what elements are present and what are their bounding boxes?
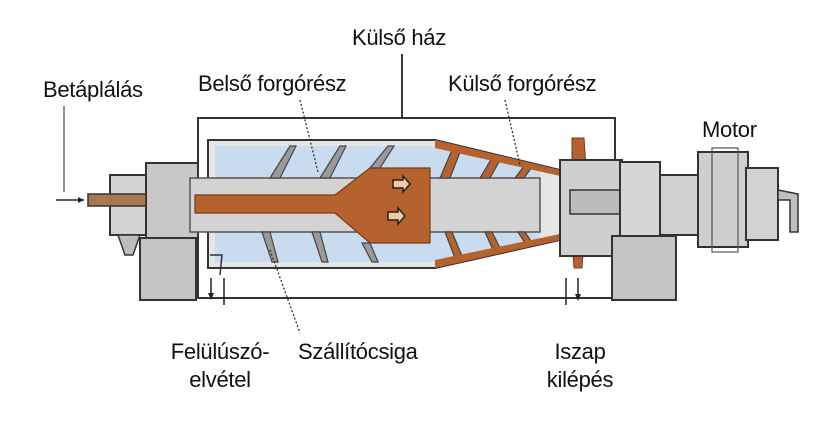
flow-arrows [387, 174, 411, 226]
outer-rotor-label: Külső forgórész [448, 71, 597, 96]
overflow-label-line2: elvétel [189, 367, 251, 392]
overflow-outlet [208, 254, 225, 305]
overflow-label-line1: Felülúszó- [170, 339, 270, 364]
outer-housing-label: Külső ház [352, 25, 446, 50]
leader-lines [269, 99, 521, 334]
gearbox-assembly [559, 159, 677, 301]
overflow-label: Felülúszó- elvétel [160, 338, 280, 394]
motor-assembly [659, 147, 799, 253]
sludge-label-line1: Iszap [554, 339, 606, 364]
feed-channel [194, 167, 431, 244]
sludge-layer-bottom [435, 234, 560, 268]
sludge-outlet-label: Iszap kilépés [525, 338, 635, 394]
sludge-outlet [565, 278, 581, 305]
motor-label: Motor [702, 117, 757, 142]
feed-label: Betáplálás [43, 77, 143, 102]
sludge-layer-top [435, 140, 560, 176]
sludge-label-line2: kilépés [546, 367, 614, 392]
screw-flights-bottom [261, 231, 532, 263]
feed-assembly [56, 106, 199, 301]
screw-conveyor-label: Szállítócsiga [298, 339, 418, 364]
inner-rotor-label: Belső forgórész [198, 71, 347, 96]
